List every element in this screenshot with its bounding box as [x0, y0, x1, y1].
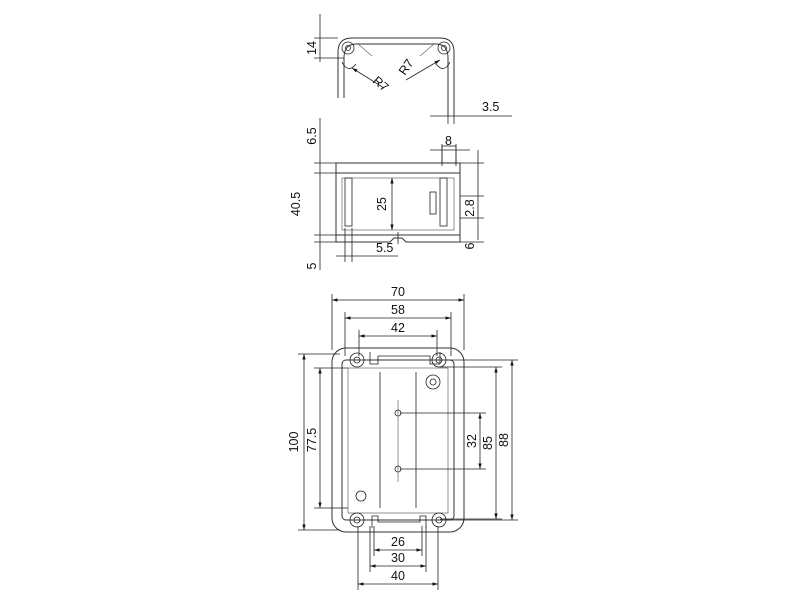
- dim-26: 26: [391, 535, 405, 549]
- dim-58: 58: [391, 303, 405, 317]
- dim-8: 8: [445, 134, 452, 148]
- dim-3-5: 3.5: [482, 100, 499, 114]
- top-view: 14 R7 R7 3.5: [305, 14, 512, 124]
- dim-r7-left: R7: [370, 74, 391, 95]
- dim-70: 70: [391, 285, 405, 299]
- dim-5: 5: [305, 262, 319, 269]
- dim-88: 88: [497, 433, 511, 447]
- dim-77-5: 77.5: [305, 428, 319, 452]
- dim-42: 42: [391, 321, 405, 335]
- dim-32: 32: [465, 434, 479, 448]
- dim-25: 25: [375, 197, 389, 211]
- dim-40: 40: [391, 569, 405, 583]
- dim-85: 85: [481, 436, 495, 450]
- corner-bosses: [349, 352, 447, 528]
- dim-r7-right: R7: [396, 57, 417, 78]
- dim-30: 30: [391, 551, 405, 565]
- dim-6-5: 6.5: [305, 127, 319, 144]
- side-view: 6.5 40.5 5 25 5.5 8 2.8 6: [289, 118, 484, 270]
- dim-6: 6: [463, 242, 477, 249]
- dim-40-5: 40.5: [289, 192, 303, 216]
- dim-5-5: 5.5: [376, 241, 393, 255]
- dim-100: 100: [287, 432, 301, 453]
- dim-2-8: 2.8: [463, 199, 477, 216]
- front-view: 70 58 42 100 77.5 32 85 88 26: [287, 285, 518, 590]
- dim-14: 14: [305, 41, 319, 55]
